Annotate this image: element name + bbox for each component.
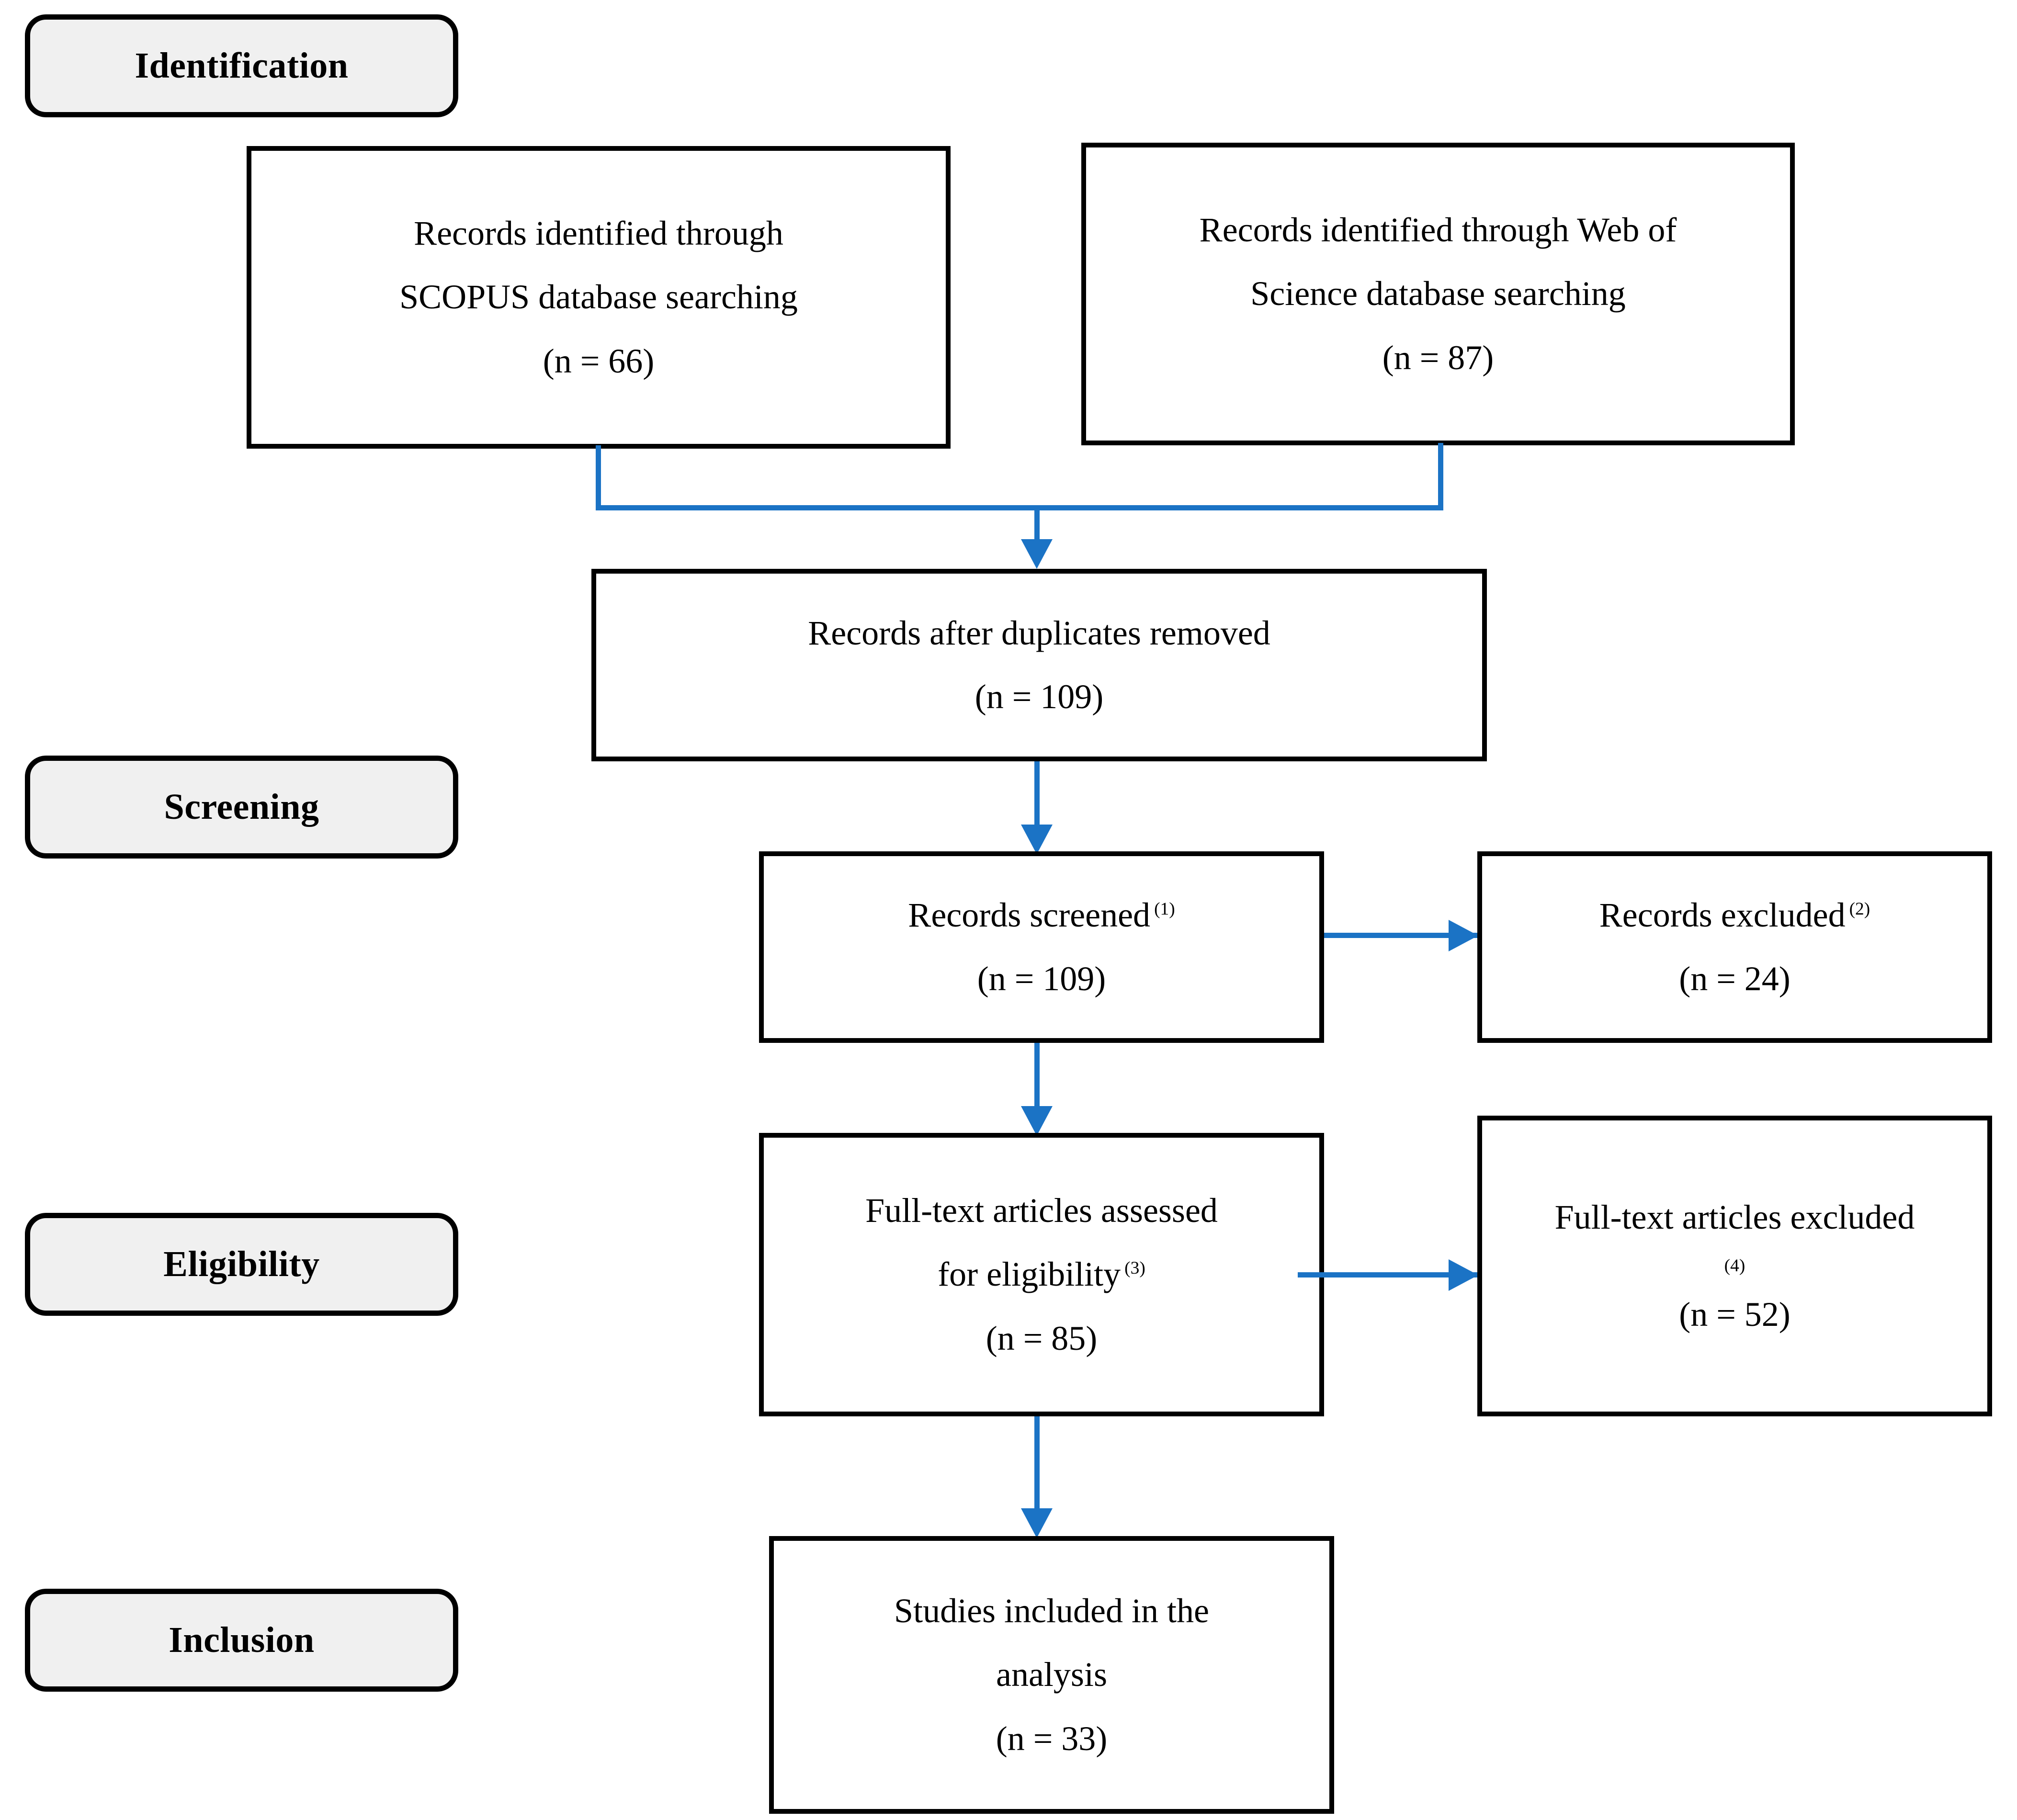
box-records-excluded: Records excluded(2) (n = 24) <box>1477 851 1992 1043</box>
box-excluded-note: (2) <box>1849 899 1870 919</box>
box-wos-line2: Science database searching <box>1250 274 1626 313</box>
box-records-after-duplicates: Records after duplicates removed (n = 10… <box>591 569 1487 761</box>
connector-wos-down <box>1438 443 1443 510</box>
stage-pill-inclusion: Inclusion <box>25 1589 458 1692</box>
box-studies-included: Studies included in the analysis (n = 33… <box>769 1536 1334 1814</box>
box-fulltext-excluded-count: (n = 52) <box>1679 1295 1790 1334</box>
box-fulltext-assessed-text2: for eligibility <box>938 1255 1121 1294</box>
box-screened-count: (n = 109) <box>977 960 1106 998</box>
arrow-into-records-screened <box>1021 825 1053 854</box>
connector-merge-horizontal <box>596 505 1443 510</box>
box-fulltext-assessed-count: (n = 85) <box>986 1319 1098 1357</box>
connector-merge-down <box>1034 505 1040 541</box>
box-fulltext-assessed-note: (3) <box>1124 1258 1145 1278</box>
box-screened-note: (1) <box>1154 899 1175 919</box>
connector-screened-to-fulltext <box>1034 1043 1040 1110</box>
stage-label-identification: Identification <box>135 45 349 86</box>
box-fulltext-excluded: Full-text articles excluded (4) (n = 52) <box>1477 1116 1992 1416</box>
stage-label-inclusion: Inclusion <box>169 1620 315 1660</box>
box-fulltext-excluded-line1: Full-text articles excluded <box>1554 1198 1915 1237</box>
connector-scopus-down <box>596 445 601 510</box>
box-fulltext-assessed-line1: Full-text articles assessed <box>865 1191 1218 1230</box>
box-scopus-line2: SCOPUS database searching <box>399 278 798 317</box>
box-wos-line1: Records identified through Web of <box>1199 211 1677 249</box>
box-excluded-line1: Records excluded(2) <box>1599 883 1870 947</box>
box-excluded-count: (n = 24) <box>1679 960 1790 998</box>
connector-screened-to-excluded <box>1324 933 1477 938</box>
arrow-into-records-excluded <box>1449 920 1478 951</box>
stage-pill-screening: Screening <box>25 756 458 859</box>
stage-label-screening: Screening <box>164 787 319 827</box>
arrow-into-duplicates-box <box>1021 539 1053 569</box>
stage-label-eligibility: Eligibility <box>163 1244 320 1284</box>
box-included-line1: Studies included in the <box>894 1592 1209 1630</box>
box-scopus-line1: Records identified through <box>414 214 783 253</box>
box-duplicates-count: (n = 109) <box>975 678 1104 716</box>
box-included-count: (n = 33) <box>996 1719 1108 1758</box>
box-wos-count: (n = 87) <box>1382 338 1494 377</box>
arrow-into-fulltext-assessed <box>1021 1106 1053 1136</box>
stage-pill-eligibility: Eligibility <box>25 1213 458 1316</box>
arrow-into-studies-included <box>1021 1508 1053 1538</box>
connector-duplicates-to-screened <box>1034 761 1040 828</box>
box-excluded-text: Records excluded <box>1599 895 1846 934</box>
box-records-scopus: Records identified through SCOPUS databa… <box>247 146 951 449</box>
connector-fulltext-to-excluded <box>1298 1272 1477 1277</box>
box-duplicates-line1: Records after duplicates removed <box>808 613 1270 652</box>
box-fulltext-assessed: Full-text articles assessed for eligibil… <box>759 1133 1324 1416</box>
box-fulltext-excluded-note-line: (4) <box>1724 1249 1745 1282</box>
box-screened-line1: Records screened(1) <box>908 883 1175 947</box>
box-fulltext-assessed-line2: for eligibility(3) <box>938 1243 1145 1306</box>
connector-fulltext-to-included <box>1034 1416 1040 1512</box>
box-included-line2: analysis <box>996 1655 1107 1694</box>
box-records-screened: Records screened(1) (n = 109) <box>759 851 1324 1043</box>
box-records-web-of-science: Records identified through Web of Scienc… <box>1081 143 1795 445</box>
box-scopus-count: (n = 66) <box>543 341 655 380</box>
arrow-into-fulltext-excluded <box>1449 1259 1478 1291</box>
box-screened-text: Records screened <box>908 895 1151 934</box>
box-fulltext-excluded-note: (4) <box>1724 1256 1745 1276</box>
stage-pill-identification: Identification <box>25 14 458 117</box>
